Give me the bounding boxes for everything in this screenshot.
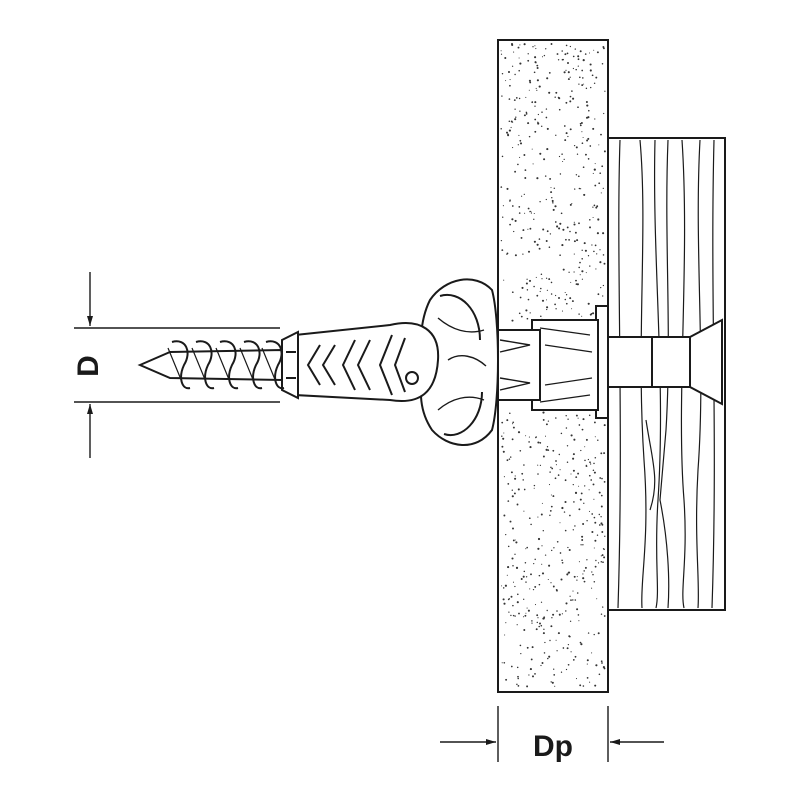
anchor-sleeve (294, 322, 440, 402)
dimension-d (74, 272, 280, 458)
plasterboard-texture (500, 42, 606, 688)
anchor-body (497, 329, 541, 401)
anchor-nose (281, 330, 299, 400)
dimension-dp-label: Dp (533, 730, 573, 763)
dimension-dp (440, 706, 664, 762)
anchor-flange (531, 305, 609, 419)
screw-thread (137, 340, 285, 390)
dimension-d-label: D (72, 355, 105, 377)
